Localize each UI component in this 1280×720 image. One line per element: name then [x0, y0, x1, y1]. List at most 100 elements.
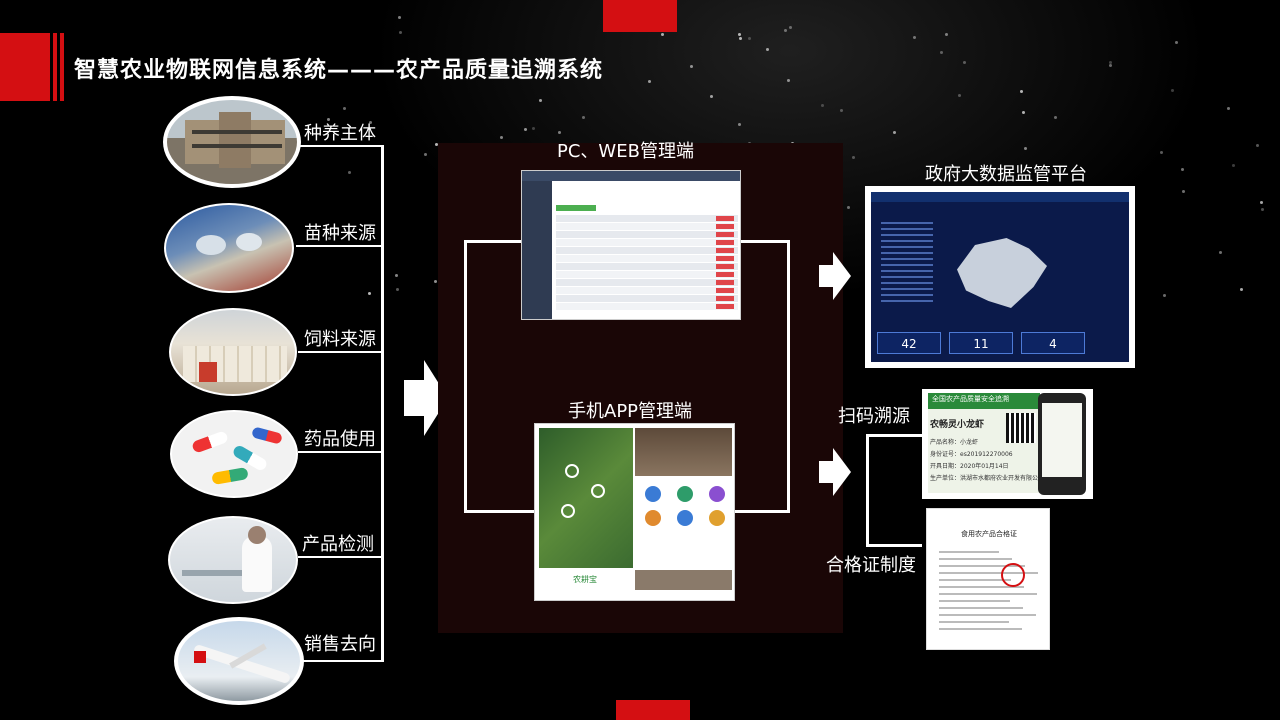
connector-line [866, 544, 922, 547]
source-label: 苗种来源 [304, 223, 376, 244]
list-item [881, 222, 933, 224]
star-dot [582, 115, 586, 119]
connector-line [464, 240, 522, 243]
connector-line [298, 556, 383, 558]
star-dot [738, 32, 742, 36]
star-dot [661, 33, 665, 37]
lab-testing-photo-icon [168, 516, 298, 604]
pc-label: PC、WEB管理端 [557, 141, 694, 162]
list-item [881, 282, 933, 284]
list-item [881, 246, 933, 248]
star-dot [1231, 164, 1235, 168]
star-dot [434, 143, 438, 147]
app-feature-icon [645, 510, 661, 526]
certificate-line [939, 600, 1010, 602]
stat-box: 4 [1021, 332, 1085, 354]
list-item [881, 252, 933, 254]
star-dot [398, 30, 402, 34]
trace-info-line: 开具日期：2020年01月14日 [930, 463, 1009, 470]
list-item [881, 276, 933, 278]
page-title: 智慧农业物联网信息系统———农产品质量追溯系统 [74, 58, 604, 83]
table-row [556, 295, 738, 302]
trace-info-line: 身份证号：es201912270006 [930, 451, 1013, 458]
star-dot [1180, 168, 1184, 172]
star-dot [1218, 250, 1222, 254]
star-dot [647, 79, 651, 83]
table-row [556, 287, 738, 294]
star-dot [892, 130, 896, 134]
flow-arrow-icon [833, 448, 851, 496]
connector-line [296, 245, 383, 247]
certificate-line [939, 572, 1038, 574]
star-dot [1024, 146, 1028, 150]
star-dot [400, 58, 404, 62]
gov-platform-screenshot: 42 11 4 [865, 186, 1135, 368]
star-dot [326, 117, 330, 121]
star-dot [1182, 189, 1186, 193]
flow-arrow-icon [819, 265, 833, 287]
star-dot [499, 135, 503, 139]
app-feature-icon [709, 486, 725, 502]
connector-line [740, 240, 790, 243]
star-dot [787, 78, 791, 82]
star-dot [912, 35, 916, 39]
certificate-line [939, 565, 1025, 567]
connector-line [787, 240, 790, 512]
source-label: 种养主体 [304, 123, 376, 144]
trace-info-line: 产品名称：小龙虾 [930, 439, 979, 446]
list-item [881, 234, 933, 236]
pc-web-screenshot [521, 170, 741, 320]
certificate-line [939, 593, 1037, 595]
table-row [556, 223, 738, 230]
star-dot [737, 123, 741, 127]
source-label: 药品使用 [304, 429, 376, 450]
star-dot [1171, 89, 1175, 93]
sources-bracket [381, 145, 384, 662]
star-dot [1227, 107, 1231, 111]
star-dot [538, 98, 542, 102]
star-dot [1256, 143, 1260, 147]
list-item [881, 264, 933, 266]
stat-box: 42 [877, 332, 941, 354]
star-dot [1108, 63, 1112, 67]
star-dot [328, 236, 332, 240]
star-dot [347, 171, 351, 175]
star-dot [747, 37, 751, 41]
connector-line [298, 351, 383, 353]
source-label: 产品检测 [302, 534, 374, 555]
star-dot [847, 205, 851, 209]
star-dot [839, 109, 843, 113]
table-row [556, 255, 738, 262]
list-item [881, 240, 933, 242]
star-dot [423, 153, 427, 157]
app-brand: 农耕宝 [573, 575, 597, 584]
table-row [556, 279, 738, 286]
star-dot [1260, 200, 1264, 204]
connector-line [464, 240, 467, 512]
list-item [881, 228, 933, 230]
connector-line [302, 660, 383, 662]
left-red-stripe [53, 33, 57, 101]
app-feature-icon [709, 510, 725, 526]
star-dot [401, 73, 405, 77]
feed-warehouse-photo-icon [169, 308, 297, 396]
star-dot [397, 16, 401, 20]
flow-arrow-icon [819, 461, 833, 483]
building-photo-icon [163, 96, 301, 188]
bottom-red-accent [616, 700, 690, 720]
star-dot [710, 95, 714, 99]
gov-label: 政府大数据监管平台 [925, 164, 1087, 185]
source-label: 销售去向 [304, 634, 376, 655]
certificate-document: 食用农产品合格证 [926, 508, 1050, 650]
connector-line [866, 434, 922, 437]
cert-label: 合格证制度 [826, 555, 916, 576]
top-red-accent [603, 0, 677, 32]
table-row [556, 263, 738, 270]
certificate-line [939, 579, 1011, 581]
list-item [881, 300, 933, 302]
table-row [556, 271, 738, 278]
star-dot [963, 60, 967, 64]
star-dot [852, 156, 856, 160]
trace-info-line: 生产单位：洪湖市水都府农业开发有限公司 [930, 475, 1040, 482]
star-dot [739, 36, 743, 40]
